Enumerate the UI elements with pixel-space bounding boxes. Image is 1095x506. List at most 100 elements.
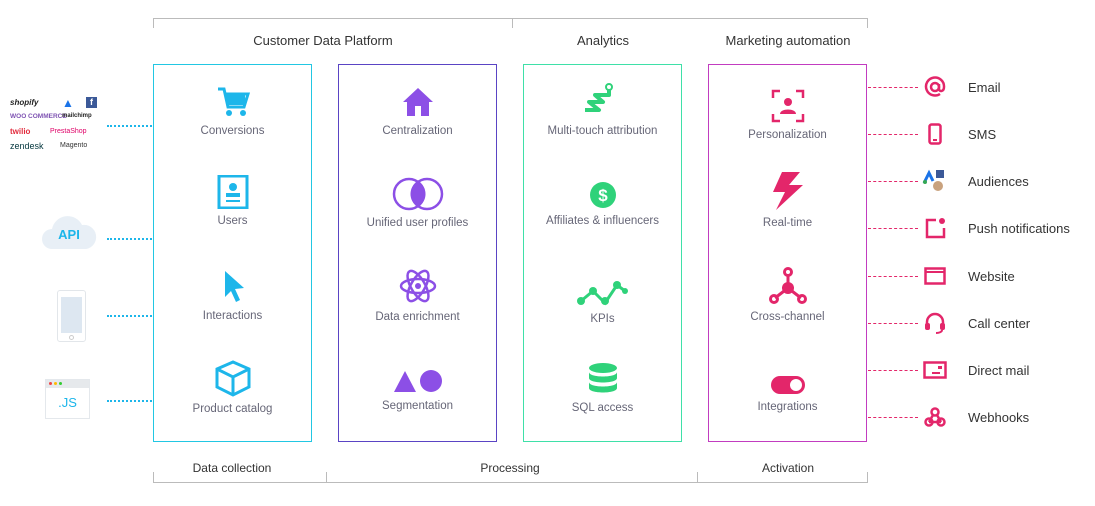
dollar-icon: $ bbox=[589, 182, 616, 208]
output-website: Website bbox=[922, 264, 1015, 288]
notification-icon bbox=[922, 216, 948, 240]
line-chart-icon bbox=[576, 281, 628, 306]
header-marketing: Marketing automation bbox=[725, 33, 851, 48]
item-centralization: Centralization bbox=[339, 85, 496, 137]
api-cloud-icon: API bbox=[40, 212, 98, 250]
item-label: SQL access bbox=[571, 402, 634, 414]
item-kpis: KPIs bbox=[524, 279, 681, 325]
output-direct-mail: Direct mail bbox=[922, 358, 1029, 382]
google-ads-icon: ▲ bbox=[62, 96, 74, 110]
activation-column: Personalization Real-time Cross-channel … bbox=[708, 64, 867, 442]
item-integrations: Integrations bbox=[709, 375, 866, 413]
item-label: Product catalog bbox=[192, 403, 273, 415]
mail-card-icon bbox=[922, 358, 948, 382]
header-cdp: Customer Data Platform bbox=[253, 33, 393, 48]
item-product-catalog: Product catalog bbox=[154, 359, 311, 415]
item-label: Unified user profiles bbox=[366, 217, 469, 229]
item-segmentation: Segmentation bbox=[339, 368, 496, 412]
zendesk-logo: zendesk bbox=[10, 141, 44, 151]
item-label: Personalization bbox=[748, 129, 827, 141]
output-push: Push notifications bbox=[922, 216, 1070, 240]
toggle-icon bbox=[770, 376, 805, 394]
box-icon bbox=[215, 360, 250, 397]
item-label: Segmentation bbox=[382, 400, 453, 412]
output-connector bbox=[868, 228, 918, 229]
phone-icon bbox=[922, 122, 948, 146]
output-email: Email bbox=[922, 75, 1001, 99]
mobile-phone-icon bbox=[57, 290, 86, 342]
item-cross-channel: Cross-channel bbox=[709, 267, 866, 323]
cart-icon bbox=[217, 87, 250, 116]
mailchimp-logo: mailchimp bbox=[62, 113, 92, 119]
output-label: Website bbox=[968, 268, 1015, 284]
output-label: Audiences bbox=[968, 173, 1029, 189]
audiences-logos-icon bbox=[922, 169, 948, 193]
output-call-center: Call center bbox=[922, 311, 1030, 335]
analytics-column: Multi-touch attribution $ Affiliates & i… bbox=[523, 64, 682, 442]
home-icon bbox=[402, 88, 433, 116]
output-label: Email bbox=[968, 79, 1001, 95]
lightning-icon bbox=[772, 172, 803, 210]
top-bracket bbox=[153, 18, 868, 19]
bottom-bracket bbox=[153, 482, 868, 483]
item-label: Users bbox=[217, 215, 248, 227]
svg-text:$: $ bbox=[598, 186, 608, 205]
bracket-tick bbox=[697, 472, 698, 482]
item-conversions: Conversions bbox=[154, 85, 311, 137]
facebook-icon: f bbox=[86, 97, 97, 108]
output-connector bbox=[868, 276, 918, 277]
output-webhooks: Webhooks bbox=[922, 405, 1029, 429]
database-icon bbox=[588, 363, 617, 393]
item-label: Multi-touch attribution bbox=[547, 125, 658, 137]
output-connector bbox=[868, 134, 918, 135]
item-label: Real-time bbox=[762, 217, 813, 229]
collection-column: Conversions Users Interactions Product c… bbox=[153, 64, 312, 442]
output-audiences: Audiences bbox=[922, 169, 1029, 193]
venn-icon bbox=[392, 177, 443, 211]
cursor-icon bbox=[224, 271, 244, 302]
item-label: Integrations bbox=[757, 401, 818, 413]
output-sms: SMS bbox=[922, 122, 996, 146]
headset-icon bbox=[922, 311, 948, 335]
output-label: Call center bbox=[968, 315, 1031, 331]
output-connector bbox=[868, 181, 918, 182]
shopify-logo: shopify bbox=[10, 98, 39, 107]
output-connector bbox=[868, 417, 918, 418]
item-personalization: Personalization bbox=[709, 89, 866, 141]
output-label: Direct mail bbox=[968, 362, 1030, 378]
item-attribution: Multi-touch attribution bbox=[524, 83, 681, 137]
user-card-icon bbox=[217, 175, 248, 209]
item-label: Centralization bbox=[382, 125, 453, 137]
bracket-tick bbox=[326, 472, 327, 482]
woocommerce-logo: WOO COMMERCE bbox=[10, 113, 67, 120]
magento-logo: Magento bbox=[60, 142, 88, 149]
output-label: SMS bbox=[968, 126, 997, 142]
item-real-time: Real-time bbox=[709, 171, 866, 229]
js-label: .JS bbox=[58, 395, 77, 410]
atom-icon bbox=[399, 269, 436, 303]
footer-processing: Processing bbox=[480, 461, 540, 475]
item-label: Interactions bbox=[202, 310, 263, 322]
item-users: Users bbox=[154, 175, 311, 227]
source-connector bbox=[107, 238, 152, 240]
item-sql-access: SQL access bbox=[524, 362, 681, 414]
processing-column: Centralization Unified user profiles Dat… bbox=[338, 64, 497, 442]
output-connector bbox=[868, 370, 918, 371]
item-label: Conversions bbox=[200, 125, 265, 137]
source-connector bbox=[107, 315, 152, 317]
webhook-icon bbox=[922, 405, 948, 429]
item-unified-profiles: Unified user profiles bbox=[339, 177, 496, 229]
item-label: KPIs bbox=[590, 313, 615, 325]
output-connector bbox=[868, 87, 918, 88]
at-icon bbox=[922, 75, 948, 99]
output-connector bbox=[868, 323, 918, 324]
bracket-tick bbox=[153, 472, 154, 482]
browser-js-icon: .JS bbox=[45, 379, 90, 419]
item-label: Data enrichment bbox=[375, 311, 460, 323]
twilio-logo: twilio bbox=[10, 127, 31, 136]
api-label: API bbox=[58, 227, 80, 242]
item-interactions: Interactions bbox=[154, 270, 311, 322]
network-icon bbox=[768, 267, 807, 304]
bracket-tick bbox=[867, 18, 868, 28]
item-label: Cross-channel bbox=[750, 311, 825, 323]
